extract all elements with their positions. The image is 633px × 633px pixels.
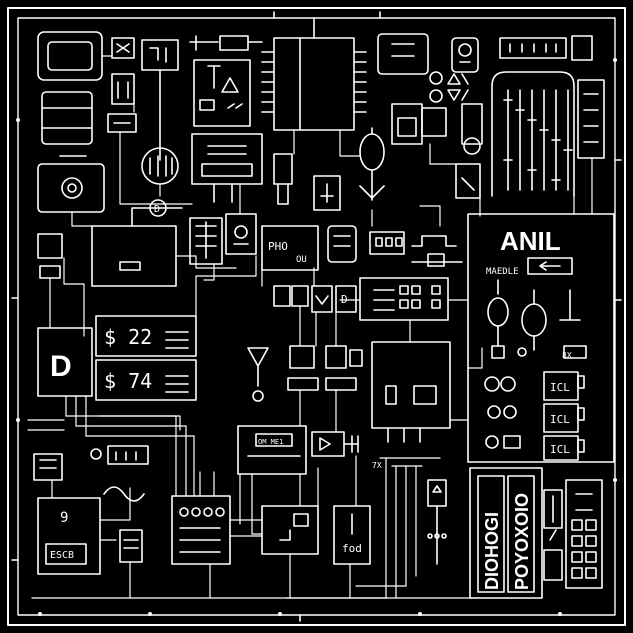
dip-switch: [369, 231, 405, 255]
icl-column: ICL ICL ICL: [543, 371, 585, 461]
frame-notches: [11, 11, 622, 622]
sensor-row: [90, 445, 149, 563]
seg-text-2: POYOXOIO: [512, 493, 532, 590]
logic-board: [359, 277, 449, 321]
diode-icon: [107, 113, 137, 133]
pin-headers: [287, 345, 363, 391]
module-label: MAEDLE: [486, 267, 519, 277]
panel-box: [91, 207, 183, 287]
pin-labels: 7X 8X: [372, 351, 572, 470]
inner-frame: [17, 17, 616, 616]
bottom-cap-module: [261, 505, 319, 555]
small-cap: [111, 73, 135, 105]
lamp-icon: [377, 33, 429, 75]
wire-traces: [27, 55, 593, 599]
bulb-icon: [359, 127, 385, 201]
crystal: [411, 235, 463, 267]
icl-tag-1: ICL: [550, 381, 570, 394]
key-grid: [189, 217, 223, 265]
svg-text:D: D: [154, 204, 160, 215]
led-tower: [225, 213, 257, 255]
block-letter: D: [50, 350, 72, 383]
ic-pins-label-2: 8X: [562, 351, 572, 360]
capacitor-icon: [41, 91, 93, 145]
outer-frame: [7, 7, 626, 626]
bottom-chip-label: fod: [342, 542, 362, 555]
segment-display: DIOHOGI POYOXOIO: [469, 467, 543, 599]
resistor-top: [189, 35, 263, 51]
ic-pins-label: 7X: [372, 461, 382, 470]
ic-chip-large: [261, 17, 367, 131]
connector-strip: [499, 35, 593, 61]
right-panel: ANIL MAEDLE: [467, 213, 615, 463]
arrow-indicators: [429, 71, 469, 103]
price-display-2: $ 74: [95, 359, 197, 401]
relay-icon: [111, 37, 135, 59]
seg-text-1: DIOHOGI: [482, 512, 502, 590]
pho-label: PHO: [268, 240, 288, 253]
potentiometer-icon: [455, 103, 483, 199]
socket-pins: [427, 479, 447, 565]
funnel-sensor: [247, 347, 269, 402]
amplifier: [311, 431, 359, 457]
ou-label: OU: [296, 255, 307, 265]
border-dots: [16, 58, 617, 616]
usb-connector: [273, 153, 293, 205]
big-d-block: D: [37, 327, 93, 397]
relay-coil: [327, 225, 357, 263]
small-buttons: D: [273, 285, 357, 313]
coil-symbols: [484, 376, 521, 449]
transistor-icon: [193, 59, 251, 127]
display-9: 9: [60, 510, 68, 526]
resistor-array: [491, 71, 575, 197]
price-1: $ 22: [104, 325, 152, 349]
display-module: [191, 133, 263, 203]
battery-icon: [37, 31, 103, 81]
pho-box: PHO OU: [261, 225, 319, 271]
switch-icon: [141, 39, 179, 161]
transistor-small: [313, 175, 341, 211]
icl-tag-3: ICL: [550, 443, 570, 456]
tall-switch: [577, 79, 605, 159]
bottom-chip: fod: [333, 505, 371, 565]
display-code: ESCB: [50, 550, 74, 561]
module-box-2: [391, 103, 447, 145]
panel-chip-label: OM ME1: [258, 438, 283, 446]
bottom-left-module: 9 ESCB: [33, 453, 101, 575]
icl-tag-2: ICL: [550, 413, 570, 426]
sensor-icon: [451, 37, 479, 73]
price-display-1: $ 22: [95, 315, 197, 357]
brand-label: ANIL: [500, 226, 561, 256]
tubes: [487, 279, 587, 359]
price-2: $ 74: [104, 369, 152, 393]
keypad-module: [171, 495, 231, 565]
panel-chip: OM ME1: [237, 425, 307, 475]
switch-stack: [543, 479, 603, 589]
connector-left: [37, 233, 63, 279]
mcu-block: [371, 341, 451, 443]
speaker-icon: [37, 155, 105, 213]
